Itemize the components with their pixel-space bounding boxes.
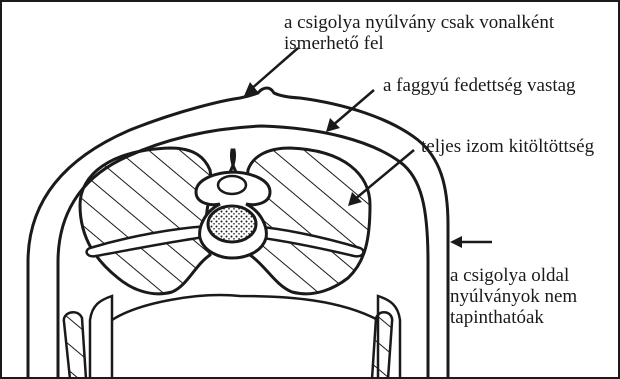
label-fat-cover: a faggyú fedettség vastag xyxy=(383,75,576,96)
label-spinous-process: a csigolya nyúlvány csak vonalként ismer… xyxy=(284,12,554,54)
label-spinous-process-line2: ismerhető fel xyxy=(284,33,554,54)
label-lateral-processes-line1: a csigolya oldal xyxy=(450,265,577,286)
inner-cavity-arch xyxy=(112,295,378,320)
inner-cavity-left xyxy=(90,296,112,379)
arrow-fat-cover xyxy=(332,90,374,126)
arrow-lateral-process-head xyxy=(450,236,462,248)
muscle-right xyxy=(248,148,370,294)
arrow-spinous-process xyxy=(250,48,298,90)
label-lateral-processes-line2: nyúlványok nem xyxy=(450,286,577,307)
label-muscle-fill: teljes izom kitöltöttség xyxy=(421,136,594,157)
spinal-canal xyxy=(218,176,246,194)
muscle-left xyxy=(80,148,211,294)
label-lateral-processes: a csigolya oldal nyúlványok nem tapintha… xyxy=(450,265,577,328)
label-spinous-process-line1: a csigolya nyúlvány csak vonalként xyxy=(284,12,554,33)
vertebral-body xyxy=(208,206,256,242)
arrow-muscle-fill xyxy=(354,150,414,200)
rib-stub-right xyxy=(372,312,392,379)
rib-stub-left xyxy=(64,312,86,379)
label-lateral-processes-line3: tapinthatóak xyxy=(450,307,577,328)
